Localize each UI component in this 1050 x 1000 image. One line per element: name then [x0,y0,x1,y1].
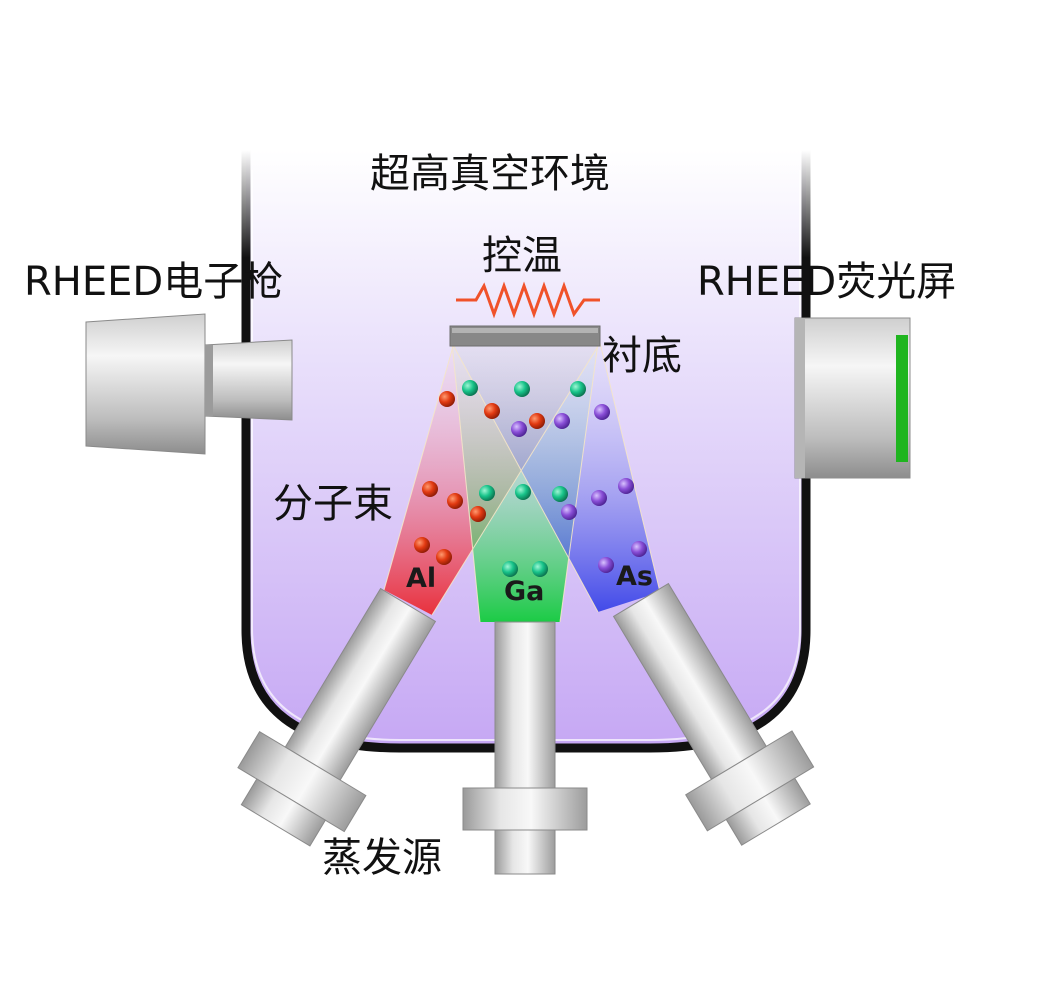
evaporation-source-label: 蒸发源 [322,835,442,881]
atom-al [470,506,486,522]
source-label-as: As [616,561,653,592]
atom-ga [515,484,531,500]
atom-al [422,481,438,497]
atom-ga [462,380,478,396]
source-label-ga: Ga [504,576,545,607]
atom-as [594,404,610,420]
atom-as [631,541,647,557]
atom-al [484,403,500,419]
atom-al [436,549,452,565]
atom-as [511,421,527,437]
effusion-cell-al [237,587,437,847]
temp-control-label: 控温 [482,233,562,279]
rheed-screen-label: RHEED荧光屏 [697,259,957,305]
atoms [414,380,647,577]
atom-ga [570,381,586,397]
atom-as [561,504,577,520]
atom-as [554,413,570,429]
rheed-gun-label: RHEED电子枪 [24,259,284,305]
atom-ga [514,381,530,397]
chamber-label: 超高真空环境 [370,151,610,197]
substrate-label: 衬底 [602,333,682,379]
atom-ga [479,485,495,501]
atom-as [598,557,614,573]
molecular-beam-label: 分子束 [273,481,393,527]
rheed-electron-gun [85,313,293,455]
atom-as [591,490,607,506]
atom-as [618,478,634,494]
effusion-cell-as [612,582,815,846]
heater-coil [456,281,600,319]
atom-ga [502,561,518,577]
atom-ga [552,486,568,502]
phosphor-screen [896,335,908,462]
source-label-al: Al [406,563,437,594]
atom-al [529,413,545,429]
atom-al [414,537,430,553]
atom-ga [532,561,548,577]
atom-al [447,493,463,509]
rheed-fluorescent-screen [794,317,911,479]
atom-al [439,391,455,407]
effusion-cell-ga [462,621,588,875]
